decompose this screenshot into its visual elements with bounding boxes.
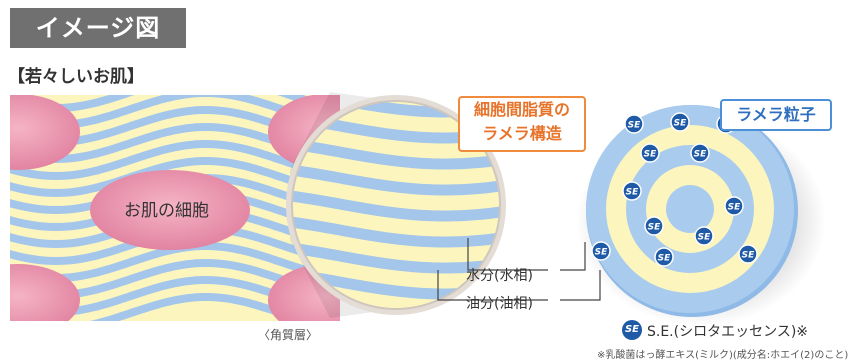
stratum-corneum-caption: 〈角質層〉 (258, 328, 319, 342)
se-badge: SE (624, 114, 644, 134)
se-badge: SE (640, 143, 660, 163)
se-badge: SE (694, 226, 714, 246)
svg-text:SE: SE (648, 223, 661, 233)
magnified-water-band (292, 215, 500, 248)
lamella-structure-label: 細胞間脂質の ラメラ構造 (458, 96, 586, 152)
svg-text:SE: SE (694, 150, 707, 160)
se-badge: SE (644, 216, 664, 236)
cell-ellipse (10, 95, 80, 170)
svg-text:SE: SE (595, 248, 608, 258)
water-phase-label: 水分(水相) (466, 268, 533, 284)
se-legend-text: S.E.(シロタエッセンス)※ (647, 324, 809, 340)
lamella-particle (576, 105, 826, 326)
magnified-water-band (292, 137, 500, 170)
se-badge: SE (724, 196, 744, 216)
lamella-label-line2: ラメラ構造 (482, 124, 562, 143)
title-banner: イメージ図 (10, 8, 186, 48)
se-legend-icon: SE (622, 320, 642, 340)
lamella-label-line1: 細胞間脂質の (473, 100, 570, 119)
svg-text:SE: SE (628, 121, 641, 131)
se-badge: SE (690, 143, 710, 163)
se-badge: SE (738, 244, 758, 264)
svg-text:SE: SE (644, 150, 657, 160)
water-layer-band (10, 140, 340, 181)
magnified-water-band (292, 189, 500, 222)
svg-text:SE: SE (698, 233, 711, 243)
lamella-particle-label: ラメラ粒子 (720, 99, 832, 131)
skin-cross-section (10, 95, 340, 321)
svg-text:SE: SE (658, 254, 671, 264)
svg-text:SE: SE (742, 251, 755, 261)
se-badge: SE (670, 112, 690, 132)
svg-text:SE: SE (674, 119, 687, 129)
cell-ellipse-center (90, 170, 250, 250)
se-badge: SE (591, 241, 611, 261)
svg-text:SE: SE (626, 188, 639, 198)
cell-ellipse (10, 264, 80, 321)
se-badge: SE (622, 181, 642, 201)
se-badge: SE (654, 247, 674, 267)
cell-label: お肌の細胞 (124, 201, 209, 221)
section-title: 【若々しいお肌】 (8, 67, 144, 87)
svg-text:SE: SE (728, 203, 741, 213)
footnote: ※乳酸菌はっ酵エキス(ミルク)(成分名:ホエイ(2)のこと) (597, 350, 848, 361)
magnified-water-band (292, 163, 500, 196)
oil-phase-label: 油分(油相) (466, 296, 533, 312)
